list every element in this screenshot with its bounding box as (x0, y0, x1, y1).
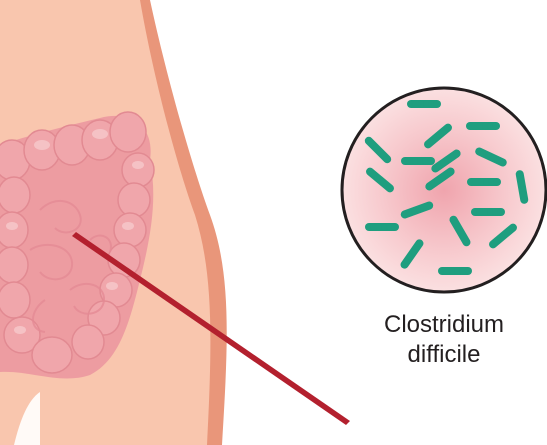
bacterium (401, 157, 435, 165)
bacterium (467, 178, 501, 186)
caption-line-1: Clostridium (384, 311, 504, 338)
bacterium (407, 100, 441, 108)
bacterium (365, 223, 399, 231)
magnified-view (342, 88, 546, 292)
bacterium (466, 122, 500, 130)
caption-line-2: difficile (408, 341, 481, 368)
bacterium (471, 208, 505, 216)
magnified-circle (342, 88, 546, 292)
bacterium (438, 267, 472, 275)
